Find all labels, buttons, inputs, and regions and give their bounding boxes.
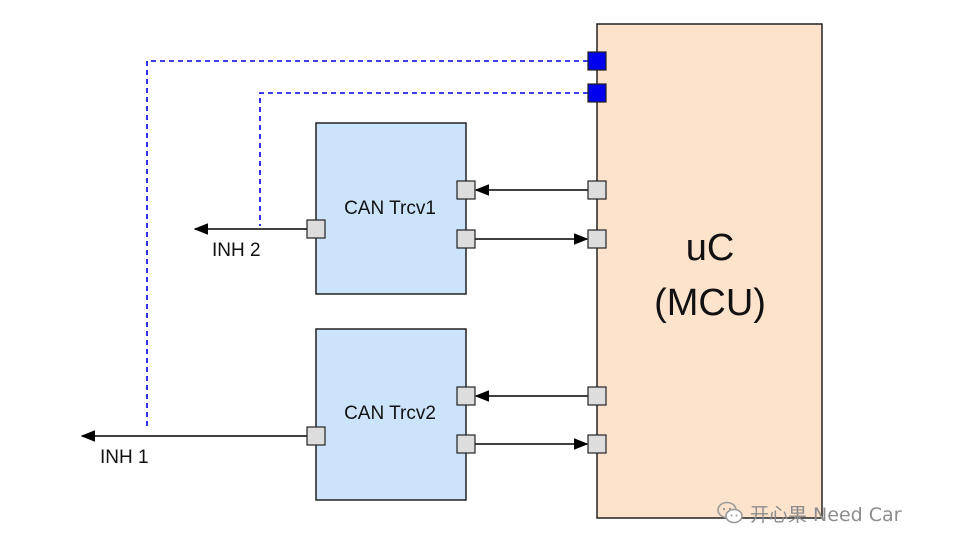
can-trcv2-block xyxy=(315,328,467,501)
inh2-dashed-line xyxy=(259,92,588,226)
inh1-label: INH 1 xyxy=(100,447,149,468)
trcv1-port-rxd xyxy=(456,229,476,249)
can-trcv1-block xyxy=(315,122,467,295)
mcu-inh2-port xyxy=(587,83,607,103)
trcv2-port-txd xyxy=(456,386,476,406)
watermark-text: 开心果 Need Car xyxy=(750,503,902,526)
mcu-port-rx2 xyxy=(587,434,607,454)
trcv2-port-rxd xyxy=(456,434,476,454)
trcv2-port-inh xyxy=(306,426,326,446)
mcu-inh1-port xyxy=(587,51,607,71)
wechat-icon xyxy=(717,501,743,524)
can-trcv1-label: CAN Trcv1 xyxy=(344,198,436,219)
mcu-label-line1: uC xyxy=(686,227,735,269)
mcu-block xyxy=(596,23,823,519)
mcu-port-tx1 xyxy=(587,180,607,200)
watermark: 开心果 Need Car xyxy=(716,498,901,528)
trcv1-port-txd xyxy=(456,180,476,200)
mcu-port-rx1 xyxy=(587,229,607,249)
mcu-label-line2: (MCU) xyxy=(654,282,766,324)
trcv1-port-inh xyxy=(306,219,326,239)
inh1-dashed-line xyxy=(146,60,588,428)
can-trcv2-label: CAN Trcv2 xyxy=(344,403,436,424)
inh2-label: INH 2 xyxy=(212,240,261,261)
mcu-port-tx2 xyxy=(587,386,607,406)
